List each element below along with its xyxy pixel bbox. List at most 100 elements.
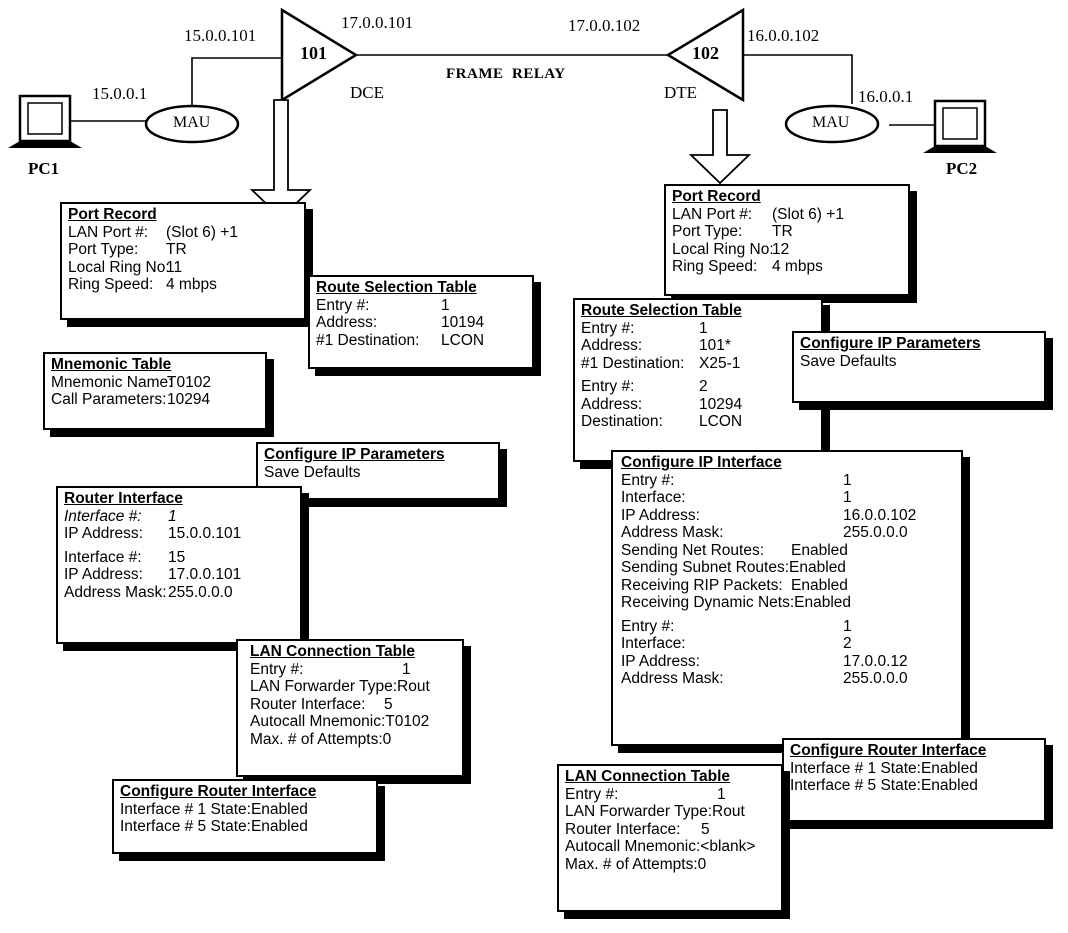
field-label: Sending Subnet Routes:	[621, 559, 790, 576]
field-value: 15	[168, 548, 186, 566]
field-label: Autocall Mnemonic:	[250, 713, 386, 730]
router1-label: 101	[300, 43, 327, 63]
router2-label: 102	[692, 43, 719, 63]
arrow-down-icon	[249, 99, 313, 220]
field-label: Router Interface:	[565, 820, 681, 838]
router2-ip-right: 16.0.0.102	[747, 26, 820, 45]
router2-role: DTE	[664, 83, 698, 102]
router-101-icon	[280, 7, 359, 103]
box-title: Router Interface	[64, 490, 183, 507]
box-title: Port Record	[68, 206, 157, 223]
field-label: Max. # of Attempts:	[565, 855, 698, 873]
field-value: 2	[843, 635, 852, 652]
field-label: Entry #:	[565, 785, 619, 803]
box-title: Configure IP Parameters	[800, 335, 981, 352]
pc2-label: PC2	[946, 159, 978, 178]
field-label: LAN Forwarder Type:	[250, 678, 398, 695]
field-value: 101*	[699, 337, 731, 354]
box-title: Route Selection Table	[581, 302, 742, 319]
field-label: Address:	[581, 395, 643, 413]
field-value: T0102	[167, 373, 211, 391]
left-mnemonic-table: Mnemonic Table Mnemonic Name:T0102 Call …	[43, 352, 267, 430]
field-label: Port Type:	[68, 241, 139, 258]
field-value: 16.0.0.102	[843, 506, 917, 524]
field-label: LAN Port #:	[672, 205, 753, 223]
field-value: <blank>	[700, 838, 756, 855]
field-value: 15.0.0.101	[168, 525, 242, 542]
field-value: 12	[772, 240, 790, 258]
field-value: Enabled	[794, 594, 852, 611]
field-label: Autocall Mnemonic:	[565, 838, 701, 855]
field-value: Rout	[712, 803, 745, 820]
field-label: Local Ring No:	[68, 258, 170, 276]
field-value: 255.0.0.0	[843, 524, 908, 541]
right-port-record: Port Record LAN Port #:(Slot 6) +1 Port …	[664, 184, 910, 296]
field-value: TR	[772, 223, 793, 240]
pc1-icon	[8, 94, 82, 148]
field-value: 10294	[699, 395, 743, 413]
mau1-ip: 15.0.0.1	[92, 84, 148, 103]
field-value: 10194	[441, 314, 485, 331]
field-label: Address:	[581, 337, 643, 354]
field-value: (Slot 6) +1	[772, 205, 844, 223]
field-label: Interface:	[621, 489, 686, 506]
field-label: Address Mask:	[621, 524, 724, 541]
field-label: IP Address:	[621, 506, 700, 524]
field-value: 17.0.0.12	[843, 652, 908, 670]
box-title: LAN Connection Table	[250, 643, 416, 660]
field-label: Max. # of Attempts:	[250, 730, 383, 748]
mau2-ip: 16.0.0.1	[858, 87, 914, 106]
router2-ip-left: 17.0.0.102	[568, 16, 641, 35]
field-label: Address:	[316, 314, 378, 331]
field-label: IP Address:	[64, 566, 143, 583]
field-value: LCON	[441, 331, 485, 349]
field-value: T0102	[385, 713, 430, 730]
field-label: Interface #:	[64, 548, 142, 566]
right-configure-router-interface: Configure Router Interface Interface # 1…	[782, 738, 1046, 822]
left-route-selection-table: Route Selection Table Entry #:1 Address:…	[308, 275, 534, 369]
field-value: TR	[166, 241, 187, 258]
field-value: 4 mbps	[772, 258, 823, 275]
mau2-icon	[784, 104, 880, 144]
field-value: 0	[697, 855, 707, 873]
left-lan-connection-table: LAN Connection Table Entry #:1 LAN Forwa…	[236, 639, 464, 777]
field-label: Receiving Dynamic Nets:	[621, 594, 795, 611]
pc1-label: PC1	[28, 159, 60, 178]
field-label: Local Ring No:	[672, 240, 774, 258]
field-label: Entry #:	[581, 319, 635, 337]
field-label: Receiving RIP Packets:	[621, 576, 783, 594]
save-defaults-text: Save Defaults	[800, 352, 897, 370]
field-value: 1	[402, 660, 411, 678]
box-title: Route Selection Table	[316, 279, 477, 296]
field-label: Sending Net Routes:	[621, 541, 765, 559]
right-route-selection-table: Route Selection Table Entry #:1 Address:…	[573, 298, 823, 462]
field-label: Destination:	[581, 413, 663, 430]
field-label: Entry #:	[621, 617, 675, 635]
field-label: #1 Destination:	[581, 354, 685, 372]
field-value: (Slot 6) +1	[166, 223, 238, 241]
field-value: 1	[441, 296, 450, 314]
field-label: IP Address:	[621, 652, 700, 670]
box-title: Configure Router Interface	[120, 783, 317, 800]
router1-ip-right: 17.0.0.101	[341, 13, 414, 32]
mau1-icon	[144, 104, 240, 144]
field-value: 4 mbps	[166, 276, 217, 293]
field-value: Rout	[397, 678, 430, 695]
field-value: LCON	[699, 413, 743, 430]
field-label: Port Type:	[672, 223, 743, 240]
field-label: Mnemonic Name:	[51, 373, 173, 391]
field-label: #1 Destination:	[316, 331, 420, 349]
field-value: 1	[168, 507, 177, 525]
left-configure-router-interface: Configure Router Interface Interface # 1…	[112, 779, 378, 854]
box-title: Configure IP Interface	[621, 454, 782, 471]
right-configure-ip-parameters: Configure IP Parameters Save Defaults	[792, 331, 1046, 403]
field-value: Enabled	[789, 559, 846, 576]
pc2-icon	[923, 99, 997, 153]
field-value: 17.0.0.101	[168, 566, 242, 583]
field-label: Router Interface:	[250, 695, 366, 713]
box-title: Mnemonic Table	[51, 356, 172, 373]
left-port-record: Port Record LAN Port #: (Slot 6) +1 Port …	[60, 202, 306, 320]
field-label: LAN Port #:	[68, 223, 149, 241]
field-value: Enabled	[791, 576, 848, 594]
